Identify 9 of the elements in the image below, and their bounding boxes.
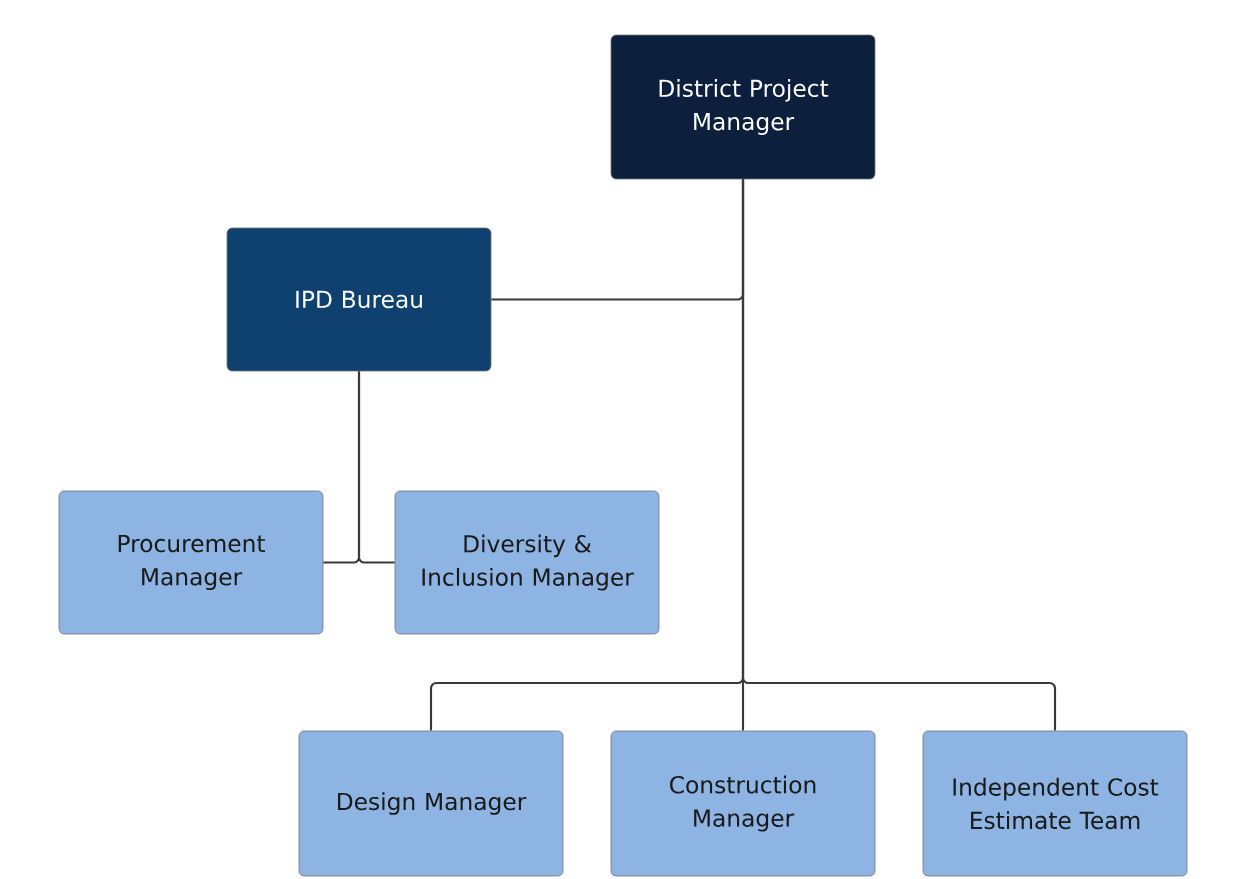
role-box: Design Manager [298, 730, 564, 877]
role-box: District Project Manager [610, 34, 876, 180]
connector-line [357, 371, 395, 564]
role-box: Construction Manager [610, 730, 876, 877]
role-box: Procurement Manager [58, 490, 324, 635]
role-box: Independent Cost Estimate Team [922, 730, 1188, 877]
role-box: IPD Bureau [226, 227, 492, 372]
connector-line [741, 179, 1057, 731]
role-box: Diversity & Inclusion Manager [394, 490, 660, 635]
